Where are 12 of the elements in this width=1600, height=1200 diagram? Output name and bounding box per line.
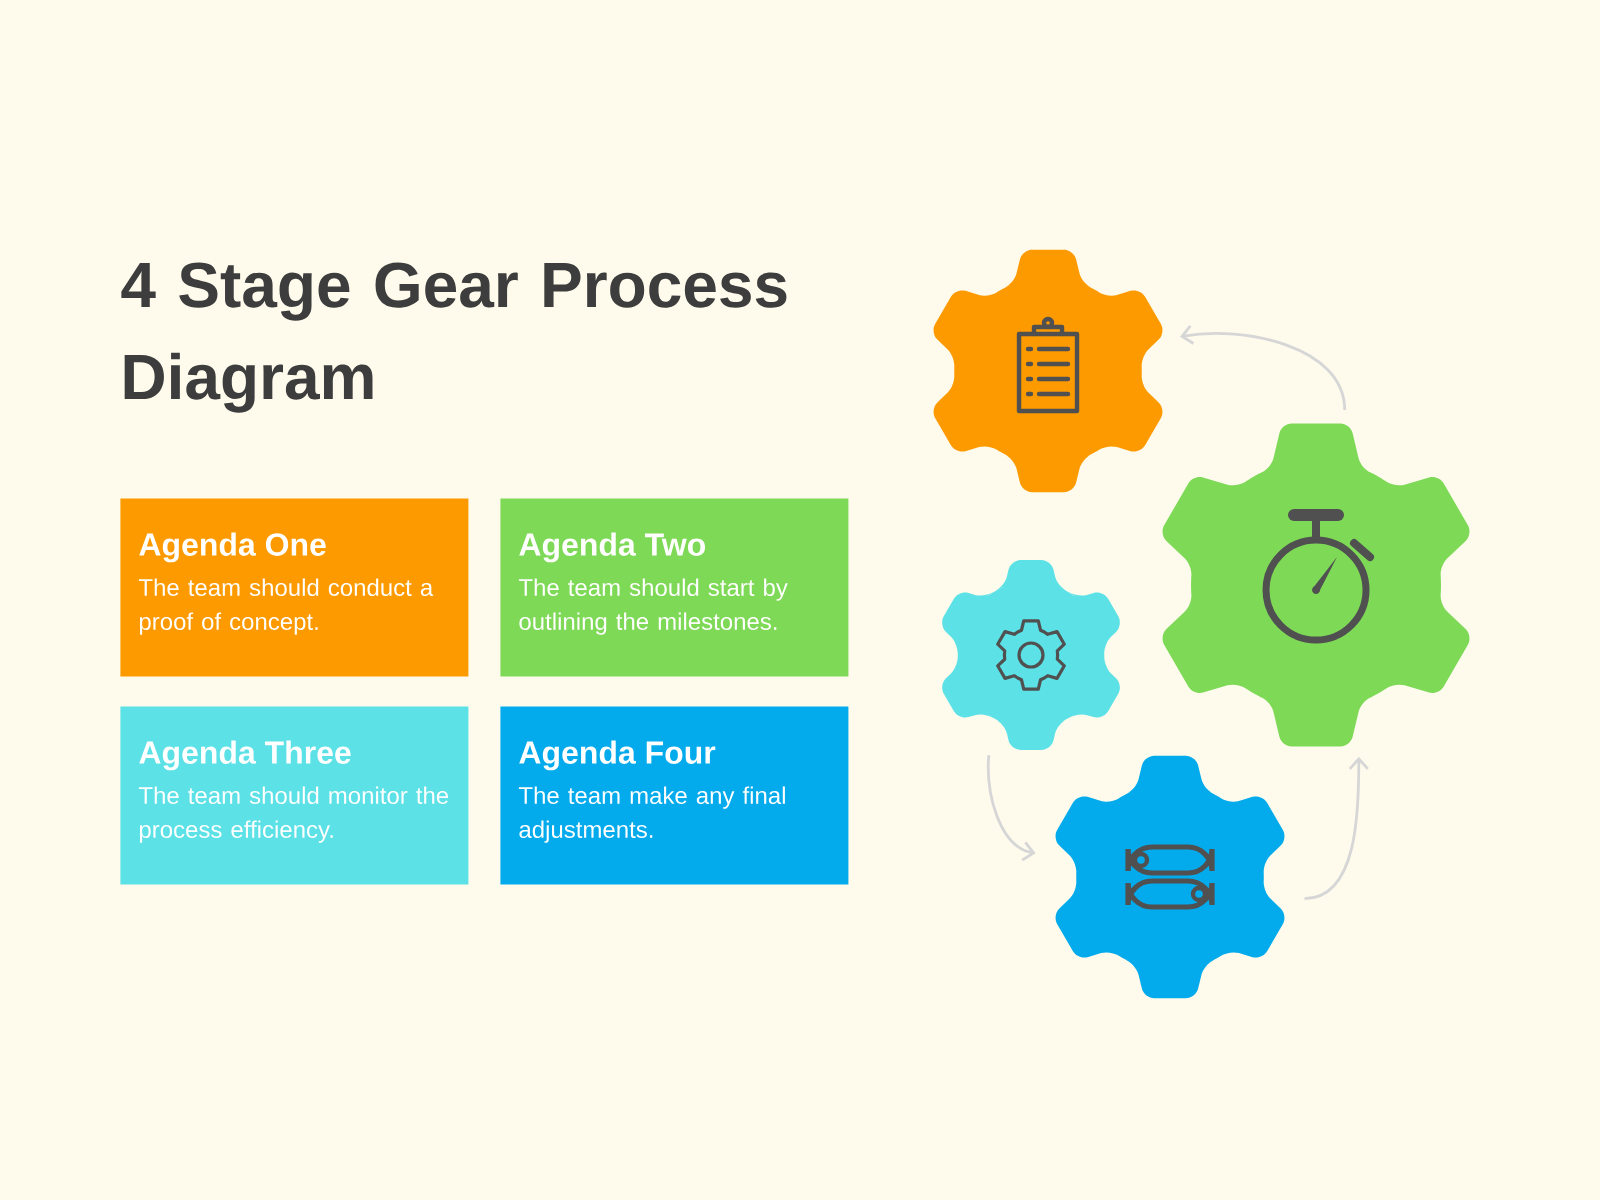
gear	[1055, 755, 1285, 999]
arrow	[987, 755, 1036, 862]
agenda-card: Agenda Four The team make any final adjustments.	[500, 706, 849, 885]
gear	[1162, 423, 1470, 747]
arrow	[1304, 756, 1369, 900]
agenda-card: Agenda One The team should conduct a proof of concept.	[120, 498, 469, 677]
arrow	[1180, 324, 1347, 411]
agenda-card: Agenda Three The team should monitor the process efficiency.	[120, 706, 469, 885]
gear	[942, 560, 1120, 750]
agenda-card: Agenda Two The team should start by outlining the milestones.	[500, 498, 849, 677]
gear	[933, 249, 1163, 493]
title: 4 Stage Gear Process Diagram	[121, 262, 787, 413]
